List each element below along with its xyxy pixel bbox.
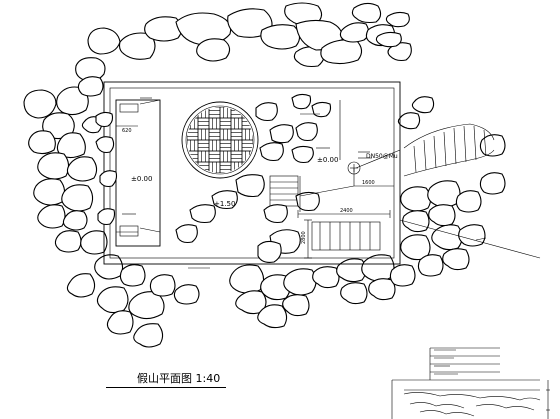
woven-platform [181, 101, 259, 179]
title-underline [106, 387, 226, 388]
weave-tile [197, 139, 210, 152]
weave-tile [208, 117, 221, 130]
weave-tile [187, 128, 199, 141]
weave-tile [187, 107, 188, 119]
weave-tile [187, 128, 188, 141]
weave-tile [230, 139, 243, 152]
weave-tile [208, 172, 221, 173]
dimension-lines [297, 100, 541, 259]
weave-tile [252, 128, 253, 141]
weave-tile [241, 139, 253, 152]
weave-tile [197, 150, 210, 163]
weave-tile [187, 161, 199, 173]
weave-tile [208, 107, 221, 108]
dimension-620-label: 620 [122, 128, 132, 134]
weave-tile [197, 117, 210, 130]
weave-tile [187, 107, 199, 119]
weave-tile [187, 107, 199, 108]
weave-tile [187, 161, 188, 173]
weave-tile [208, 150, 221, 163]
weave-tile [252, 161, 253, 173]
left-pool [115, 99, 161, 247]
weave-tile [219, 107, 232, 108]
pipe-label: DN50@Mu [366, 153, 398, 160]
stepping-stone-path [403, 123, 495, 177]
weave-tile [219, 128, 232, 141]
weave-tile [187, 172, 188, 173]
boulder-ring [23, 2, 506, 348]
weave-tile [241, 128, 253, 141]
weave-tile [230, 117, 243, 130]
dimension-2400-label: 2400 [340, 208, 353, 214]
weave-tile [219, 117, 232, 130]
interior-rocks [95, 93, 332, 263]
dimension-1600-label: 1600 [362, 180, 375, 186]
weave-tile [241, 107, 253, 119]
weave-tile [230, 150, 243, 163]
section-detail [391, 347, 550, 419]
weave-tile [219, 172, 232, 173]
stairs [269, 175, 381, 251]
drawing-title: 假山平面图 1:40 [137, 372, 221, 385]
weave-tile [241, 107, 253, 108]
weave-tile [219, 150, 232, 163]
weave-tile [208, 128, 221, 141]
elevation-right-label: ±0.00 [317, 156, 338, 164]
elevation-left-label: ±0.00 [131, 175, 152, 183]
weave-tile [208, 161, 221, 173]
weave-tile [208, 139, 221, 152]
plan-boundary [103, 81, 401, 265]
elevation-center-label: +1.50 [214, 200, 235, 208]
weave-tile [197, 128, 210, 141]
dimension-2800-label: 2800 [301, 231, 307, 244]
weave-tile [187, 172, 199, 173]
weave-tile [187, 139, 188, 152]
weave-tile [187, 107, 188, 108]
weave-tile [241, 161, 253, 173]
weave-tile [230, 128, 243, 141]
weave-tile [187, 139, 199, 152]
weave-tile [219, 139, 232, 152]
weave-tile [208, 107, 221, 119]
annotation-ticks [122, 97, 372, 269]
weave-tile [219, 107, 232, 119]
weave-tile [219, 161, 232, 173]
